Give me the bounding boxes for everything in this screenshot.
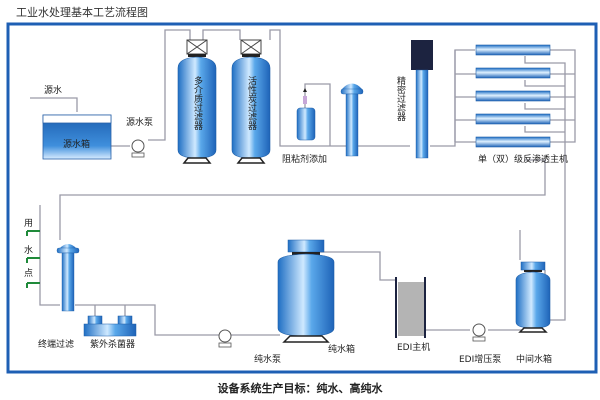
tap-icon <box>26 282 40 288</box>
edi-module <box>395 277 426 338</box>
pure-water-tank <box>277 239 335 343</box>
ro-membrane-array <box>454 44 576 160</box>
label-use-point-3: 点 <box>24 268 33 279</box>
label-edi-pump: EDI增压泵 <box>459 353 501 365</box>
label-pure-tank: 纯水箱 <box>328 343 355 355</box>
label-terminal-filter: 终端过滤 <box>38 338 74 350</box>
precision-filter: 精密过滤器 <box>395 40 433 159</box>
label-multimedia-filter: 多介质过滤器 <box>192 75 203 130</box>
label-source-pump: 源水泵 <box>126 116 153 128</box>
antiscalant-dosing-tank <box>296 88 316 141</box>
intermediate-water-tank <box>515 261 551 333</box>
ro-membrane <box>475 90 551 102</box>
label-source-tank: 源水箱 <box>63 138 90 150</box>
label-intermediate-tank: 中间水箱 <box>516 353 552 365</box>
diagram-title: 工业水处理基本工艺流程图 <box>16 6 148 19</box>
uv-sterilizer <box>83 315 137 337</box>
tap-icon <box>26 257 40 263</box>
source-tank: 源水箱 <box>42 114 112 160</box>
label-source-water: 源水 <box>44 84 62 96</box>
tap-icon <box>26 230 40 236</box>
edi-booster-pump-icon <box>472 323 486 342</box>
label-precision-filter: 精密过滤器 <box>395 75 406 121</box>
source-pump-icon <box>131 139 145 158</box>
terminal-filter <box>56 244 80 312</box>
label-pure-pump: 纯水泵 <box>254 353 281 365</box>
label-ro-unit: 单（双）级反渗透主机 <box>478 153 568 165</box>
carbon-filter: 活性炭过滤器 <box>231 39 271 164</box>
label-antiscalant: 阻粘剂添加 <box>282 153 327 165</box>
multimedia-filter: 多介质过滤器 <box>177 39 217 164</box>
label-uv-sterilizer: 紫外杀菌器 <box>90 338 135 350</box>
ro-membrane <box>475 67 551 79</box>
label-carbon-filter: 活性炭过滤器 <box>246 75 257 130</box>
use-point-taps: 用 水 点 <box>24 218 40 288</box>
security-filter-column <box>340 83 364 157</box>
label-use-point-2: 水 <box>24 244 33 256</box>
diagram-caption: 设备系统生产目标：纯水、高纯水 <box>217 382 383 395</box>
ro-membrane <box>475 136 551 148</box>
label-use-point-1: 用 <box>24 218 33 229</box>
pure-water-pump-icon <box>218 329 232 348</box>
label-edi-unit: EDI主机 <box>397 341 430 353</box>
ro-membrane <box>475 113 551 125</box>
ro-membrane <box>475 44 551 56</box>
